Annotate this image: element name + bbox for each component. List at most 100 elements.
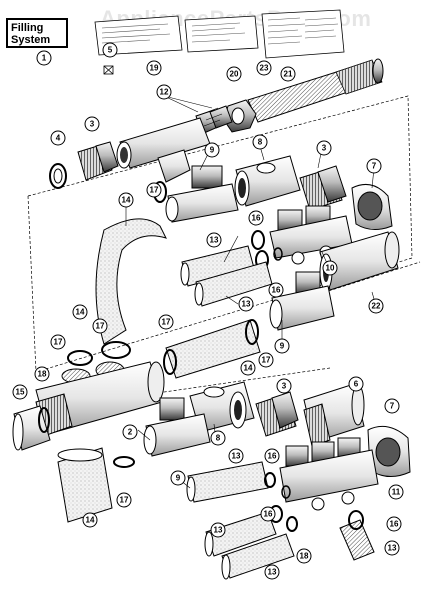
callout-5: 5 — [102, 42, 118, 58]
svg-text:17: 17 — [96, 322, 105, 331]
callout-20: 20 — [226, 66, 242, 82]
callout-18a: 18 — [34, 366, 50, 382]
callout-13e: 13 — [264, 564, 280, 580]
callout-18b: 18 — [296, 548, 312, 564]
callout-13b: 13 — [238, 296, 254, 312]
svg-text:18: 18 — [300, 552, 309, 561]
svg-text:12: 12 — [160, 88, 169, 97]
clamp-18-left — [38, 407, 50, 433]
clamp-17-bottom — [113, 456, 135, 468]
svg-text:6: 6 — [354, 380, 359, 389]
label-card-21 — [261, 9, 345, 59]
svg-text:16: 16 — [252, 214, 261, 223]
callout-16a: 16 — [248, 210, 264, 226]
callout-17d: 17 — [50, 334, 66, 350]
svg-text:9: 9 — [210, 146, 215, 155]
callout-8b: 8 — [210, 430, 226, 446]
callout-17a: 17 — [146, 182, 162, 198]
diagram-title: Filling System — [6, 18, 68, 48]
callout-19: 19 — [146, 60, 162, 76]
svg-text:17: 17 — [120, 496, 129, 505]
title-line-2: System — [11, 34, 51, 46]
nipple-3-top-left — [77, 141, 119, 181]
svg-text:9: 9 — [176, 474, 181, 483]
callout-3c: 3 — [276, 378, 292, 394]
svg-text:1: 1 — [42, 54, 47, 63]
svg-text:13: 13 — [268, 568, 277, 577]
callout-17b: 17 — [92, 318, 108, 334]
callout-14a: 14 — [118, 192, 134, 208]
tee-fitting-8-bottom — [189, 381, 255, 433]
svg-text:23: 23 — [260, 64, 269, 73]
svg-text:10: 10 — [326, 264, 335, 273]
svg-text:16: 16 — [390, 520, 399, 529]
callout-17e: 17 — [258, 352, 274, 368]
svg-text:14: 14 — [122, 196, 131, 205]
tee-fitting-8-top — [234, 155, 301, 207]
svg-text:19: 19 — [150, 64, 159, 73]
svg-text:11: 11 — [392, 488, 401, 497]
callout-4: 4 — [50, 130, 66, 146]
svg-text:8: 8 — [216, 434, 221, 443]
callout-14c: 14 — [240, 360, 256, 376]
svg-text:22: 22 — [372, 302, 381, 311]
callout-6: 6 — [348, 376, 364, 392]
title-line-1: Filling — [11, 22, 44, 34]
svg-text:13: 13 — [232, 452, 241, 461]
svg-text:15: 15 — [16, 388, 25, 397]
callout-16e: 16 — [386, 516, 402, 532]
svg-text:3: 3 — [90, 120, 95, 129]
callout-15: 15 — [12, 384, 28, 400]
y-fitting-9-top — [116, 117, 211, 183]
nipple-3-top-right — [299, 165, 347, 211]
callout-14d: 14 — [82, 512, 98, 528]
svg-text:14: 14 — [86, 516, 95, 525]
elbow-7-top — [351, 183, 393, 230]
hose-14-upper — [95, 218, 167, 345]
svg-text:17: 17 — [54, 338, 63, 347]
callout-16b: 16 — [268, 282, 284, 298]
svg-text:13: 13 — [214, 526, 223, 535]
callout-16c: 16 — [264, 448, 280, 464]
callout-12: 12 — [156, 84, 172, 100]
callout-9c: 9 — [170, 470, 186, 486]
triple-valve-11 — [279, 437, 379, 511]
svg-text:13: 13 — [242, 300, 251, 309]
svg-text:16: 16 — [264, 510, 273, 519]
svg-text:5: 5 — [108, 46, 113, 55]
svg-text:17: 17 — [162, 318, 171, 327]
callout-2: 2 — [122, 424, 138, 440]
svg-text:16: 16 — [272, 286, 281, 295]
nipple-3-bottom — [255, 391, 299, 437]
callout-3a: 3 — [84, 116, 100, 132]
callout-11: 11 — [388, 484, 404, 500]
part-5-symbol — [103, 65, 114, 75]
washer-4 — [49, 163, 67, 189]
label-card-19 — [94, 15, 183, 56]
callout-23: 23 — [256, 60, 272, 76]
callout-10: 10 — [322, 260, 338, 276]
callout-21: 21 — [280, 66, 296, 82]
hose-13-bottom-right — [339, 519, 375, 561]
callout-7a: 7 — [366, 158, 382, 174]
svg-text:21: 21 — [284, 70, 293, 79]
svg-text:14: 14 — [76, 308, 85, 317]
svg-text:14: 14 — [244, 364, 253, 373]
clamps-16-bottom — [264, 472, 364, 532]
hose-14-bottom — [57, 447, 113, 523]
callout-3b: 3 — [316, 140, 332, 156]
hoses-13-bottom — [204, 511, 295, 580]
water-valve-9-top — [165, 165, 239, 223]
braided-hose-23 — [247, 58, 384, 123]
hose-14-middle — [163, 319, 261, 379]
callout-16d: 16 — [260, 506, 276, 522]
callout-13c: 13 — [228, 448, 244, 464]
svg-text:20: 20 — [230, 70, 239, 79]
label-card-20 — [184, 15, 259, 53]
callout-13f: 13 — [384, 540, 400, 556]
callout-numbers: 1 2 3 3 3 4 5 6 7 7 8 8 9 9 9 10 11 12 1… — [12, 42, 404, 580]
svg-text:3: 3 — [282, 382, 287, 391]
svg-text:13: 13 — [210, 236, 219, 245]
callout-17c: 17 — [158, 314, 174, 330]
